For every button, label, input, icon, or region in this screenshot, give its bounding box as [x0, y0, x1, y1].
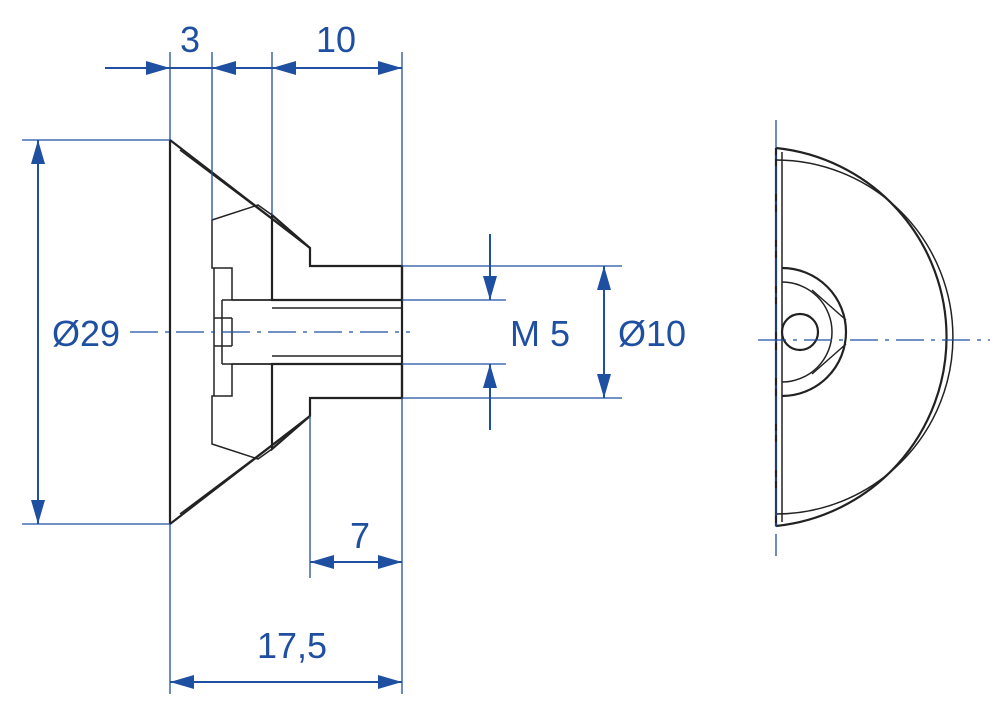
- dim-thread: M 5: [402, 234, 570, 430]
- dim-label-overall-length: 17,5: [257, 625, 327, 666]
- dim-overall-length: 17,5: [169, 524, 402, 694]
- dome-outline: [775, 146, 948, 528]
- dim-label-shank-diameter: Ø10: [618, 313, 686, 354]
- dim-shank-length: 7: [309, 398, 403, 694]
- cone-body: [168, 139, 311, 525]
- dim-thread-length: 10: [272, 19, 402, 75]
- dimension-lines: 3 10 Ø29 M 5: [22, 19, 686, 694]
- dim-shank-diameter: Ø10: [402, 265, 686, 399]
- side-section-view: [130, 139, 410, 525]
- front-view: [758, 120, 990, 556]
- dim-label-flange-thickness: 3: [180, 19, 200, 60]
- dim-label-outer-diameter: Ø29: [52, 313, 120, 354]
- dim-flange-thickness: 3: [105, 19, 272, 75]
- dim-label-thread-length: 10: [316, 19, 356, 60]
- dim-label-shank-length: 7: [350, 515, 370, 556]
- dim-label-thread: M 5: [510, 313, 570, 354]
- central-boss: [780, 266, 848, 398]
- dim-outer-diameter: Ø29: [22, 139, 170, 525]
